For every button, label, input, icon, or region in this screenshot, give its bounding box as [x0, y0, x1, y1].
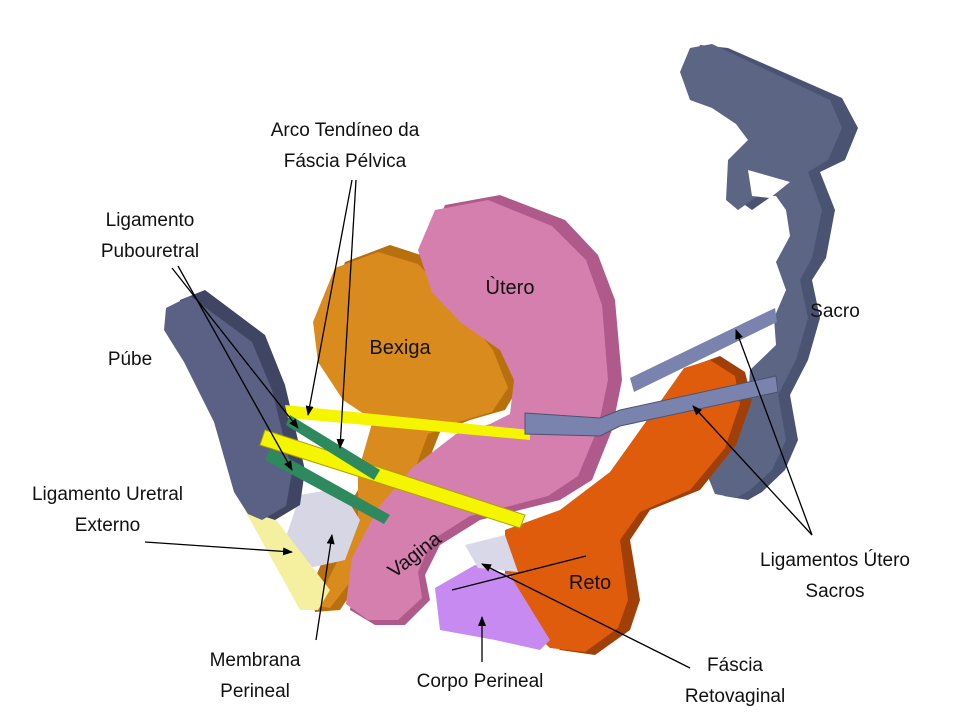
label-membrana-line2: Perineal: [220, 681, 290, 702]
fascia-band-upper: [630, 308, 777, 392]
label-pube: Púbe: [107, 349, 153, 370]
leader-arco-2: [336, 179, 357, 449]
perineal-body-shape: [435, 565, 550, 650]
label-ligamento-pubouretral: Ligamento Pubouretral: [70, 205, 230, 267]
label-arco-line1: Arco Tendíneo da: [270, 120, 420, 141]
pubourethral-ligament-green: [265, 448, 390, 524]
perineal-membrane-shape: [285, 488, 360, 570]
leader-membrana: [315, 534, 335, 641]
label-uretral-line2: Externo: [74, 515, 141, 536]
label-lig-utero-line1: Ligamentos Útero: [760, 550, 910, 571]
label-reto: Reto: [568, 572, 612, 594]
leader-arco-1: [305, 179, 353, 416]
leader-lig-utero-2: [692, 405, 813, 536]
arcus-ligament-green: [286, 415, 380, 480]
label-ligamentos-utero-sacros: Ligamentos Útero Sacros: [730, 545, 940, 607]
rectum-shape: [505, 356, 752, 655]
label-bexiga: Bexiga: [369, 337, 431, 359]
label-fascia-line2: Retovaginal: [684, 686, 786, 707]
label-utero: Ùtero: [485, 277, 535, 299]
sacrum-shape: [680, 44, 858, 500]
leader-reto: [451, 555, 587, 591]
label-pubo-line2: Pubouretral: [100, 241, 200, 262]
leader-pubo-1: [171, 267, 299, 429]
label-membrana-perineal: Membrana Perineal: [190, 645, 320, 707]
label-pubo-line1: Ligamento: [105, 210, 195, 231]
label-arco-line2: Fáscia Pélvica: [283, 151, 407, 172]
uterus-shape: [346, 195, 622, 625]
label-sacro: Sacro: [810, 301, 860, 322]
retovaginal-fascia-shape: [465, 535, 518, 572]
pubourethral-ligament-yellow: [259, 429, 526, 529]
leader-lig-utero-1: [735, 329, 813, 536]
label-membrana-line1: Membrana: [209, 650, 301, 671]
label-lig-utero-line2: Sacros: [805, 581, 865, 602]
leader-lig-uretral: [144, 541, 293, 556]
uterosacral-ligament-shape: [524, 375, 779, 437]
label-uretral-line1: Ligamento Uretral: [31, 484, 184, 505]
label-ligamento-uretral-externo: Ligamento Uretral Externo: [0, 479, 215, 541]
label-fascia-line1: Fáscia: [707, 655, 763, 676]
leader-lines: [144, 179, 813, 669]
label-corpo-perineal: Corpo Perineal: [416, 671, 544, 692]
arcus-ligament-shape: [285, 405, 530, 440]
leader-fascia: [481, 563, 691, 669]
leader-pubo-2: [177, 265, 293, 471]
label-fascia-retovaginal: Fáscia Retovaginal: [670, 650, 800, 712]
label-arco-tendineo: Arco Tendíneo da Fáscia Pélvica: [230, 115, 460, 177]
